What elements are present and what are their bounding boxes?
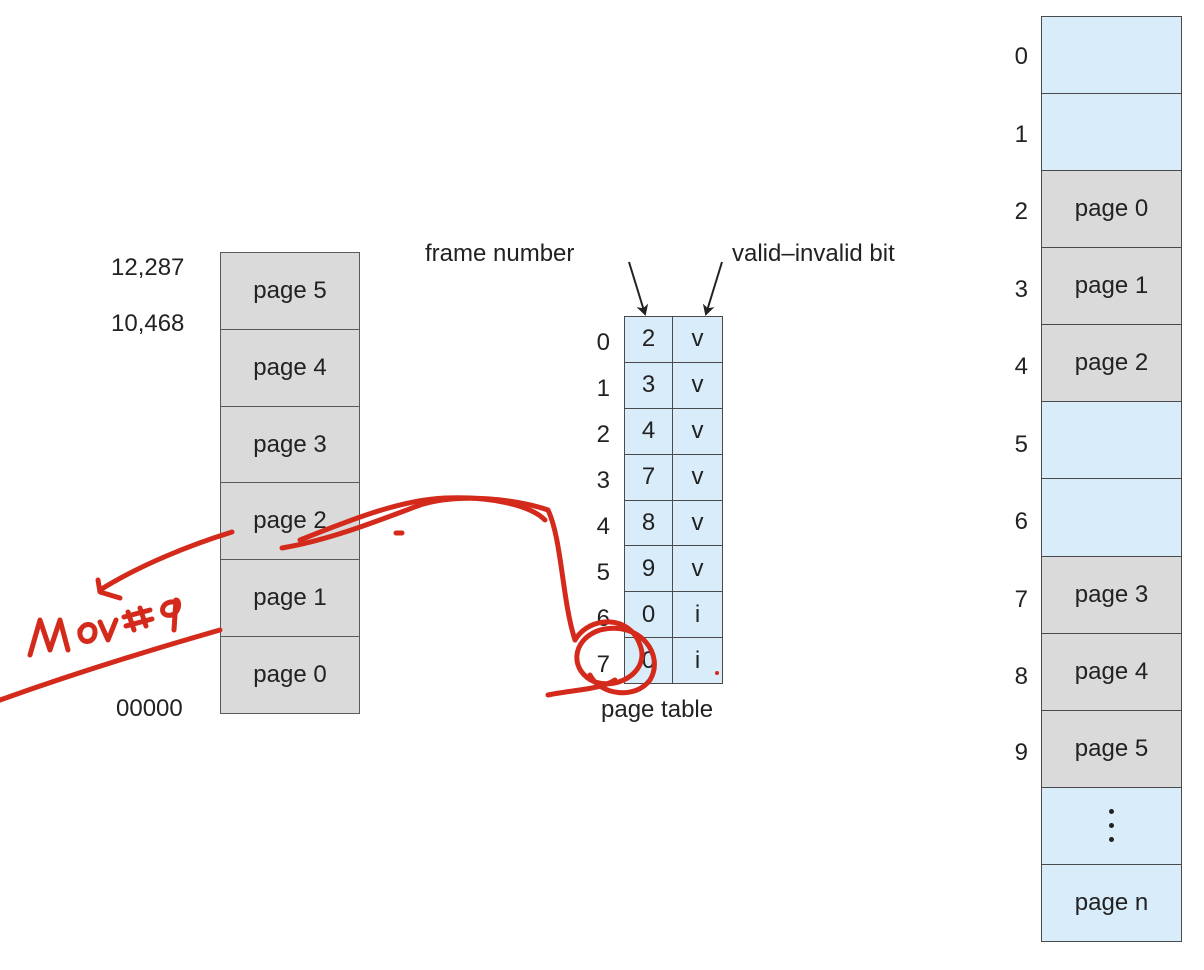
pt-frame-cell: 3	[625, 362, 673, 408]
pt-index-4: 4	[596, 513, 610, 540]
logical-page-3: page 3	[221, 406, 359, 484]
pt-frame-cell: 8	[625, 500, 673, 546]
pt-index-7: 7	[596, 651, 610, 678]
physical-frame-5	[1042, 402, 1181, 480]
physical-frame-2: page 0	[1042, 171, 1181, 249]
pt-index-2: 2	[596, 421, 610, 448]
vertical-ellipsis-icon	[1109, 809, 1114, 843]
logical-memory: page 5 page 4 page 3 page 2 page 1 page …	[220, 252, 360, 714]
pt-index-1: 1	[596, 375, 610, 402]
pm-index-7: 7	[1014, 586, 1028, 613]
physical-frame-ellipsis	[1042, 787, 1181, 865]
pt-valid-cell: v	[691, 463, 704, 491]
pt-valid-cell: v	[691, 554, 704, 582]
pt-index-3: 3	[596, 467, 610, 494]
pt-valid-cell: v	[691, 371, 704, 399]
address-second-label: 10,468	[111, 310, 185, 337]
pm-index-8: 8	[1014, 663, 1028, 690]
pm-index-9: 9	[1014, 739, 1028, 766]
pm-index-1: 1	[1014, 121, 1028, 148]
pt-valid-cell: i	[694, 600, 701, 628]
frame-number-label: frame number	[425, 240, 575, 267]
pt-index-5: 5	[596, 559, 610, 586]
pt-valid-cell: v	[691, 508, 704, 536]
pt-frame-cell: 4	[625, 408, 673, 454]
physical-frame-3: page 1	[1042, 248, 1181, 326]
physical-frame-n: page n	[1042, 864, 1181, 941]
pt-frame-cell: 0	[625, 592, 673, 638]
pm-index-5: 5	[1014, 431, 1028, 458]
logical-page-4: page 4	[221, 329, 359, 407]
logical-page-0: page 0	[221, 637, 359, 713]
pt-valid-cell: v	[691, 325, 704, 353]
address-bottom-label: 00000	[116, 695, 183, 722]
pm-index-6: 6	[1014, 508, 1028, 535]
valid-invalid-bit-label: valid–invalid bit	[732, 240, 895, 267]
physical-frame-6	[1042, 479, 1181, 557]
page-table-title: page table	[601, 696, 714, 723]
pm-index-2: 2	[1014, 198, 1028, 225]
physical-frame-0	[1042, 17, 1181, 95]
physical-memory: page 0 page 1 page 2 page 3 page 4 page …	[1041, 16, 1182, 942]
pm-index-4: 4	[1014, 353, 1028, 380]
pt-valid-cell: v	[691, 417, 704, 445]
pm-index-3: 3	[1014, 276, 1028, 303]
valid-bit-arrow	[702, 261, 723, 316]
pm-index-0: 0	[1014, 43, 1028, 70]
pt-index-0: 0	[596, 329, 610, 356]
pt-frame-cell: 2	[625, 317, 673, 362]
physical-frame-9: page 5	[1042, 710, 1181, 788]
logical-page-1: page 1	[221, 560, 359, 638]
pt-frame-cell: 9	[625, 546, 673, 592]
physical-frame-7: page 3	[1042, 556, 1181, 634]
pt-valid-cell: i	[694, 646, 701, 674]
frame-number-arrow	[628, 261, 649, 316]
physical-frame-1	[1042, 94, 1181, 172]
handwritten-annotation	[0, 495, 657, 703]
pt-frame-cell: 7	[625, 454, 673, 500]
physical-frame-4: page 2	[1042, 325, 1181, 403]
physical-frame-8: page 4	[1042, 633, 1181, 711]
address-top-label: 12,287	[111, 254, 185, 281]
logical-page-5: page 5	[221, 253, 359, 330]
